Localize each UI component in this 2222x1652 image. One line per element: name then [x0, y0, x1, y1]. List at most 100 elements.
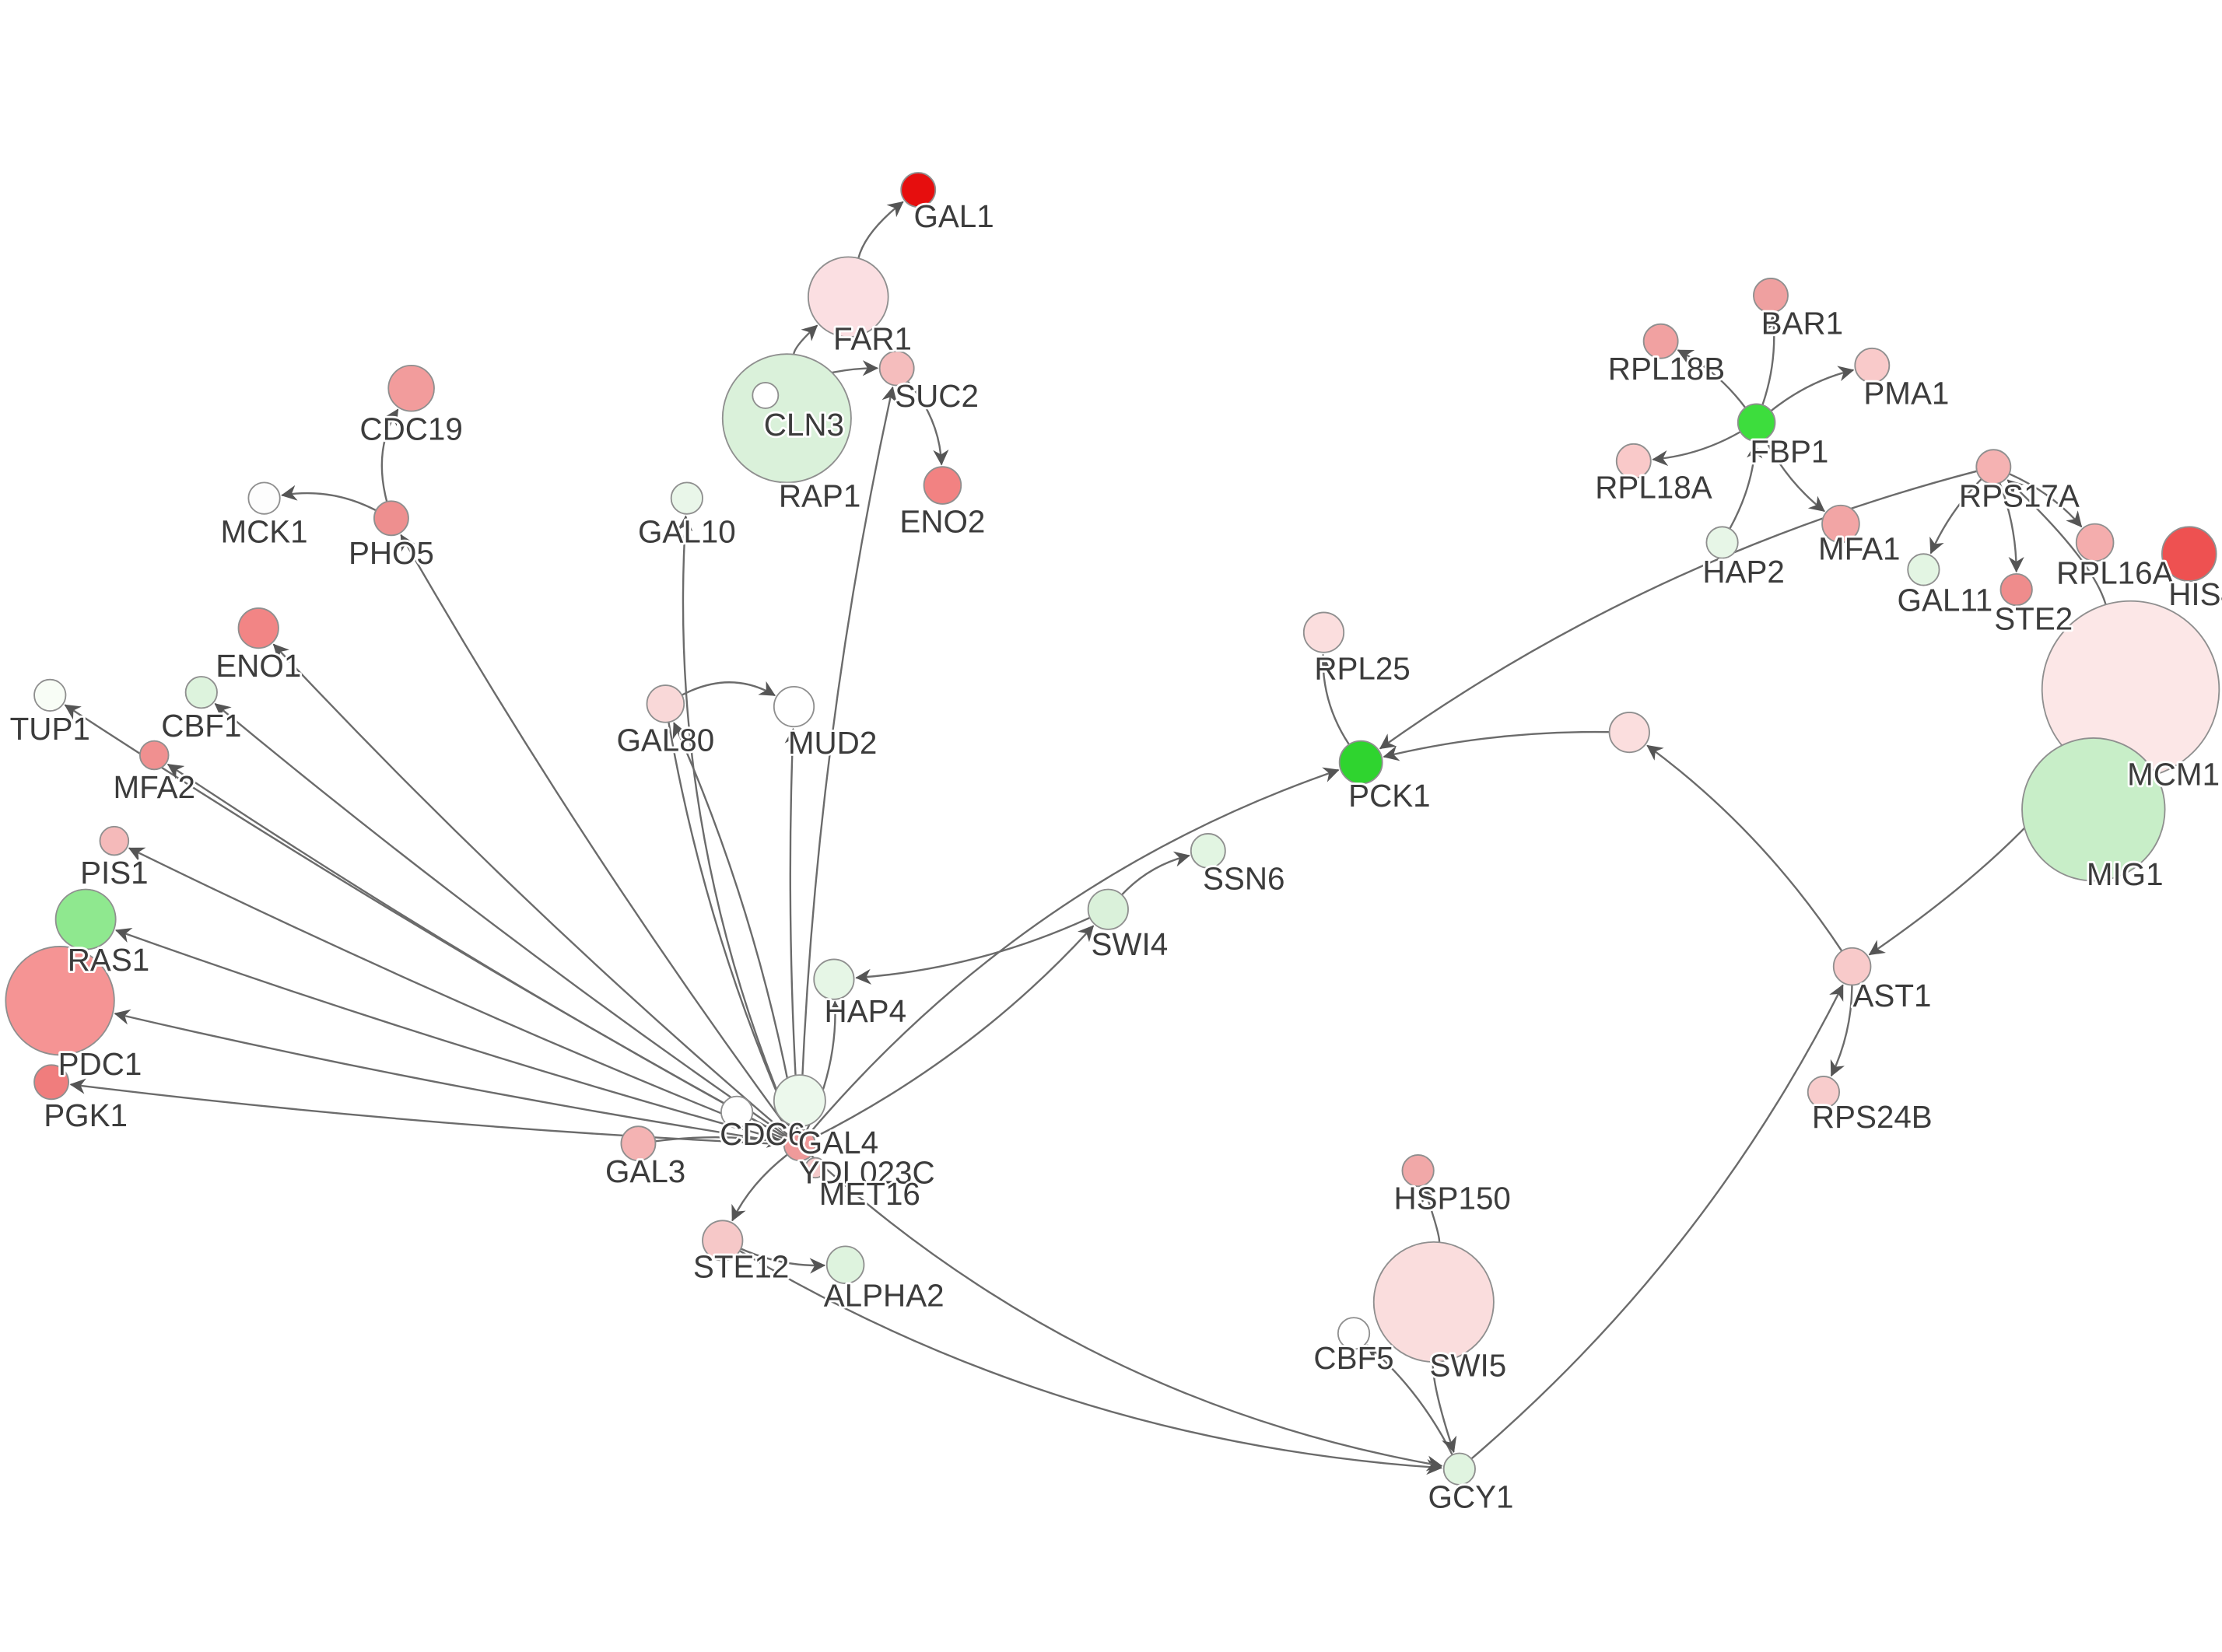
edge-mcm1-rps17a[interactable]: [2006, 479, 2107, 606]
node-gcy1[interactable]: [1442, 1452, 1476, 1486]
edge-gal4-ste12[interactable]: [731, 1153, 789, 1222]
node-hap2[interactable]: [1705, 526, 1739, 559]
node-swi4[interactable]: [1087, 888, 1129, 930]
node-pma1[interactable]: [1854, 347, 1891, 383]
node-cbf5[interactable]: [1337, 1317, 1371, 1350]
edge-gal4-mfa2[interactable]: [166, 764, 787, 1139]
edge-hap2-fbp1[interactable]: [1729, 442, 1763, 530]
node-eno2[interactable]: [923, 466, 962, 505]
node-ast1[interactable]: [1832, 947, 1872, 986]
node-rps24b[interactable]: [1807, 1076, 1841, 1109]
edge-gal4-pdc1[interactable]: [114, 1009, 786, 1144]
node-rpl18b[interactable]: [1642, 323, 1679, 359]
node-hsp150[interactable]: [1401, 1153, 1435, 1188]
node-eno1[interactable]: [237, 607, 279, 649]
edge-swi4-ssn6[interactable]: [1120, 851, 1190, 896]
edge-pho5-mck1[interactable]: [281, 485, 377, 512]
node-gal10[interactable]: [670, 481, 703, 515]
edge-suc2-eno2[interactable]: [906, 380, 949, 466]
edge-gal4-eno1[interactable]: [272, 643, 789, 1136]
node-ste2[interactable]: [1999, 572, 2033, 607]
node-mfa2[interactable]: [138, 740, 170, 771]
edge-pho5-cdc19[interactable]: [380, 408, 399, 503]
edge-rps17a-gal11[interactable]: [1929, 478, 1983, 555]
node-swi5[interactable]: [1372, 1241, 1495, 1363]
node-gal3[interactable]: [620, 1125, 657, 1162]
node-ste12[interactable]: [702, 1220, 744, 1262]
edge-gal4-mud2[interactable]: [784, 727, 801, 1131]
edge-gal4-suc2[interactable]: [799, 386, 898, 1131]
node-pgk1[interactable]: [33, 1064, 70, 1101]
node-ras1[interactable]: [54, 888, 117, 950]
edge-ast1-unlabeled1[interactable]: [1646, 744, 1843, 952]
edge-gal4-pck1[interactable]: [808, 767, 1340, 1134]
node-pck1[interactable]: [1338, 740, 1383, 785]
edge-gcy1-ast1[interactable]: [1470, 984, 1844, 1460]
edge-gal4-pgk1[interactable]: [69, 1078, 785, 1146]
node-gal80[interactable]: [646, 684, 685, 723]
edge-rps17a-ste2[interactable]: [1999, 481, 2024, 573]
edge-gal4-swi4[interactable]: [812, 925, 1095, 1139]
node-cdc6[interactable]: [720, 1095, 754, 1129]
node-ssn6[interactable]: [1190, 832, 1226, 869]
edge-gal4-gcy1[interactable]: [810, 1154, 1443, 1472]
edge-rps17a-pck1[interactable]: [1379, 470, 1978, 750]
edge-ste12-alpha2[interactable]: [740, 1248, 826, 1274]
node-met16[interactable]: [804, 1157, 826, 1179]
node-mig1[interactable]: [2021, 737, 2166, 882]
node-bar1[interactable]: [1753, 277, 1789, 313]
edge-gal4-cbf1[interactable]: [214, 703, 788, 1137]
node-rap1[interactable]: [752, 381, 780, 409]
node-alpha2[interactable]: [825, 1245, 865, 1285]
node-gal11[interactable]: [1907, 553, 1940, 586]
node-fbp1[interactable]: [1737, 403, 1776, 443]
node-tup1[interactable]: [33, 678, 67, 712]
edge-fbp1-rpl18a[interactable]: [1652, 431, 1742, 467]
edge-ste12-gcy1[interactable]: [738, 1250, 1443, 1475]
node-hap4[interactable]: [813, 958, 855, 1000]
edge-gal4-pho5[interactable]: [400, 534, 792, 1133]
edge-fbp1-pma1[interactable]: [1769, 366, 1855, 412]
edge-fbp1-bar1[interactable]: [1761, 313, 1782, 406]
edge-fbp1-rpl18b[interactable]: [1677, 349, 1747, 409]
edge-rps17a-rpl16a[interactable]: [2008, 472, 2083, 528]
node-suc2[interactable]: [878, 350, 915, 387]
node-far1[interactable]: [807, 256, 889, 338]
node-gal4[interactable]: [783, 1128, 816, 1162]
edge-swi5-hsp150[interactable]: [1421, 1186, 1441, 1244]
node-rpl18a[interactable]: [1615, 443, 1652, 479]
node-his4[interactable]: [2161, 526, 2217, 582]
node-mck1[interactable]: [247, 481, 281, 515]
node-cdc19[interactable]: [387, 364, 435, 412]
node-mud2[interactable]: [773, 685, 815, 728]
node-rps17a[interactable]: [1975, 449, 2012, 485]
edge-gal4-gal10[interactable]: [677, 515, 794, 1132]
edge-far1-gal1[interactable]: [857, 201, 904, 260]
edge-unlabeled1-pck1[interactable]: [1383, 730, 1610, 761]
node-rpl25[interactable]: [1302, 611, 1345, 653]
edge-gal4-pis1[interactable]: [128, 847, 787, 1140]
edge-pck1-rpl25[interactable]: [1314, 653, 1351, 746]
node-pdc1[interactable]: [5, 945, 115, 1056]
edge-swi5-gcy1[interactable]: [1432, 1360, 1457, 1454]
node-rpl16a[interactable]: [2075, 523, 2115, 562]
edge-gal4-gal80[interactable]: [672, 722, 798, 1131]
node-pho5[interactable]: [373, 500, 409, 537]
node-ydl023c[interactable]: [773, 1074, 826, 1128]
edge-gal4-ras1[interactable]: [115, 927, 786, 1142]
edge-swi4-hap4[interactable]: [855, 916, 1092, 985]
edge-fbp1-mfa1[interactable]: [1764, 438, 1825, 512]
node-label-gal4: GAL4: [798, 1125, 878, 1160]
node-mfa1[interactable]: [1821, 504, 1860, 544]
edge-ast1-rps24b[interactable]: [1830, 984, 1853, 1077]
edge-gal3-gal4[interactable]: [654, 1132, 783, 1148]
node-cbf1[interactable]: [184, 676, 218, 709]
node-pis1[interactable]: [99, 825, 130, 856]
edge-gal80-mud2[interactable]: [681, 681, 776, 696]
edge-gal80-gal4[interactable]: [668, 721, 794, 1130]
node-unlabeled1[interactable]: [1608, 711, 1650, 754]
node-cln3[interactable]: [721, 353, 852, 484]
edge-cln3-far1[interactable]: [792, 324, 818, 355]
node-gal1[interactable]: [900, 172, 937, 208]
